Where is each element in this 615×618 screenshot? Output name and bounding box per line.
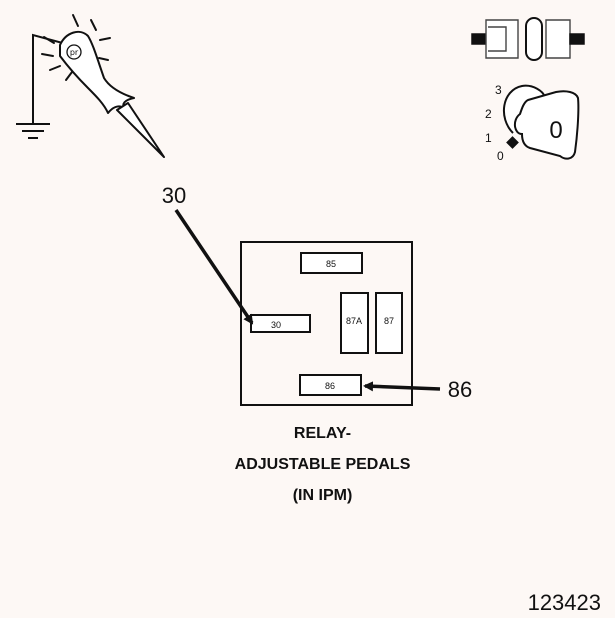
ground-symbol-icon bbox=[16, 123, 50, 139]
probe-logo-text: pr bbox=[70, 48, 79, 57]
caption-line-1: RELAY- bbox=[293, 425, 352, 442]
caption-line-3: (IN IPM) bbox=[292, 487, 353, 504]
key-icon bbox=[514, 90, 580, 160]
callout-86-label: 86 bbox=[448, 377, 472, 402]
relay-housing bbox=[240, 241, 413, 406]
callout-86: 86 bbox=[363, 377, 472, 402]
callout-30-label: 30 bbox=[162, 183, 186, 208]
key-position-marker-icon bbox=[506, 136, 519, 149]
terminal-87-label: 87 bbox=[384, 316, 394, 326]
key-position-2: 2 bbox=[485, 107, 492, 121]
terminal-30-label: 30 bbox=[271, 320, 281, 330]
connector-icon bbox=[471, 17, 585, 61]
ground-wire bbox=[32, 33, 71, 123]
key-position-1: 1 bbox=[485, 131, 492, 145]
figure-number: 123423 bbox=[527, 590, 601, 615]
terminal-85 bbox=[300, 252, 363, 274]
probe-body bbox=[59, 30, 165, 158]
key-position-3: 3 bbox=[495, 83, 502, 97]
test-light-probe: pr bbox=[16, 14, 165, 158]
terminal-86 bbox=[299, 374, 362, 396]
terminal-87a bbox=[340, 292, 369, 354]
key-label: 0 bbox=[549, 117, 562, 144]
probe-logo-icon: pr bbox=[66, 44, 82, 60]
relay-block: 85 30 87A 87 86 bbox=[240, 241, 413, 406]
caption-line-2: ADJUSTABLE PEDALS bbox=[234, 456, 411, 473]
callout-30-arrow bbox=[174, 209, 254, 325]
key-position-0: 0 bbox=[497, 149, 504, 163]
ignition-key-switch: 0 3 2 1 0 bbox=[485, 83, 580, 163]
callout-30: 30 bbox=[162, 183, 254, 325]
light-rays-icon bbox=[41, 14, 111, 81]
terminal-85-label: 85 bbox=[326, 259, 336, 269]
callout-86-arrow bbox=[363, 381, 441, 392]
terminal-87 bbox=[375, 292, 403, 354]
terminal-86-label: 86 bbox=[325, 381, 335, 391]
terminal-87a-label: 87A bbox=[346, 316, 362, 326]
